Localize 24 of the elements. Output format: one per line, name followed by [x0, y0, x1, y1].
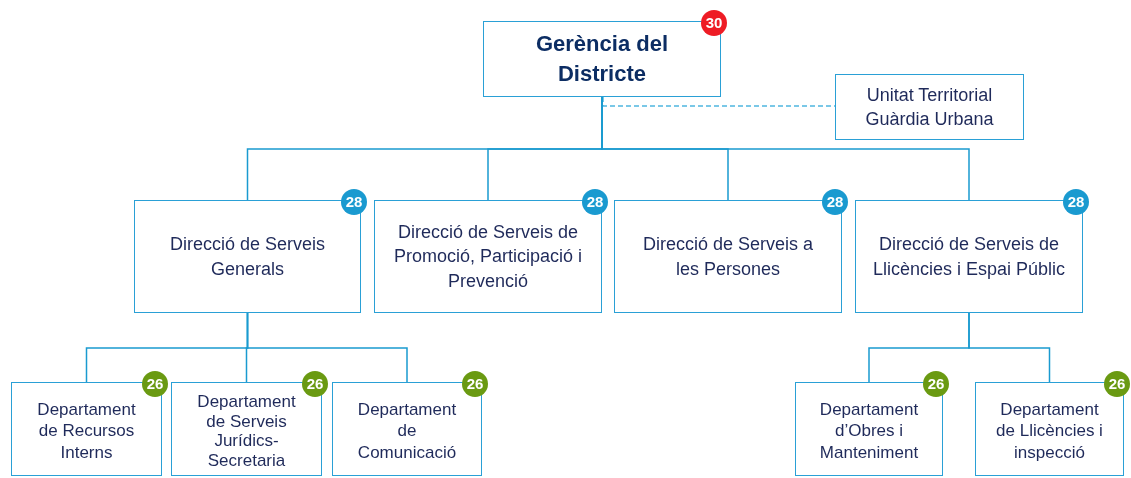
unit-name: Direcció de Serveis a les Persones — [641, 233, 815, 281]
connector-line — [246, 312, 408, 383]
level-badge: 28 — [582, 189, 608, 215]
level-badge: 26 — [142, 371, 168, 397]
unit-name: Departament de Serveis Jurídics-Secretaria — [196, 392, 297, 471]
unit-name: Unitat Territorial Guàrdia Urbana — [864, 83, 995, 131]
unit-name: Direcció de Serveis de Promoció, Participació i Prevenció — [392, 221, 584, 293]
level-badge: 30 — [701, 10, 727, 36]
level-badge: 28 — [1063, 189, 1089, 215]
level-badge: 26 — [302, 371, 328, 397]
connector-line — [968, 312, 1051, 383]
unit-name: Direcció de Serveis de Llicències i Espai Públic — [871, 233, 1067, 281]
unit-name: Departament de Llicències i inspecció — [995, 399, 1104, 463]
unit-box — [835, 74, 1024, 140]
level-badge: 28 — [822, 189, 848, 215]
unit-name: Departament de Comunicació — [356, 399, 458, 463]
level-badge: 26 — [1104, 371, 1130, 397]
unit-name: Departament de Recursos Interns — [36, 399, 137, 463]
level-badge: 26 — [923, 371, 949, 397]
unit-name: Gerència del Districte — [534, 30, 670, 88]
level-badge: 26 — [462, 371, 488, 397]
level-badge: 28 — [341, 189, 367, 215]
unit-name: Direcció de Serveis Generals — [168, 233, 327, 281]
unit-name: Departament d’Obres i Manteniment — [818, 399, 920, 463]
